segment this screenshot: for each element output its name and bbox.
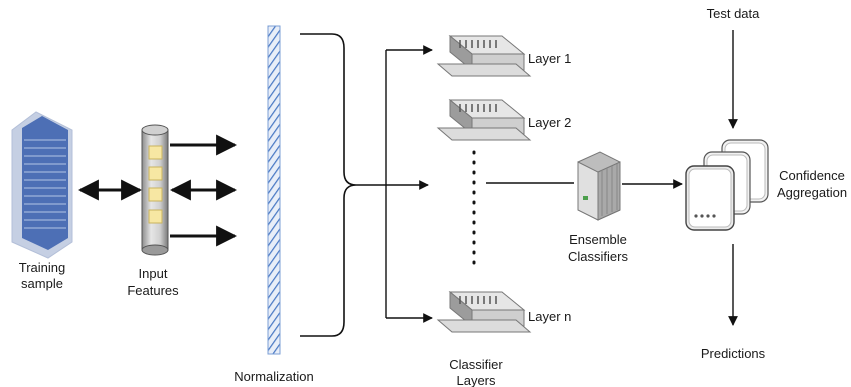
- ensemble-label-1: Ensemble: [569, 232, 627, 247]
- network-switch-icon: [436, 34, 532, 77]
- training-sample-label-1: Training: [19, 260, 65, 275]
- network-switch-icon: [436, 290, 532, 333]
- classifier-layers-label-2: Layers: [456, 373, 496, 387]
- layer-n-label: Layer n: [528, 309, 571, 324]
- confidence-label-2: Aggregation: [777, 185, 847, 200]
- server-rack-icon: [11, 111, 73, 259]
- normalization-bar: [267, 25, 281, 355]
- merge-brace: [300, 33, 357, 337]
- classifier-layers-label-1: Classifier: [449, 357, 503, 372]
- ensemble-label-2: Classifiers: [568, 249, 628, 264]
- layer-2-label: Layer 2: [528, 115, 571, 130]
- layer-1-label: Layer 1: [528, 51, 571, 66]
- input-features-label-2: Features: [127, 283, 179, 298]
- input-features-label-1: Input: [139, 266, 168, 281]
- network-switch-icon: [436, 98, 532, 141]
- predictions-label: Predictions: [701, 346, 766, 361]
- normalization-label: Normalization: [234, 369, 313, 384]
- test-data-label: Test data: [707, 6, 761, 21]
- confidence-label-1: Confidence: [779, 168, 845, 183]
- industrial-device-icon: [577, 151, 621, 221]
- database-cylinder-icon: [141, 124, 169, 256]
- access-point-icon: [685, 139, 769, 231]
- training-sample-label-2: sample: [21, 276, 63, 291]
